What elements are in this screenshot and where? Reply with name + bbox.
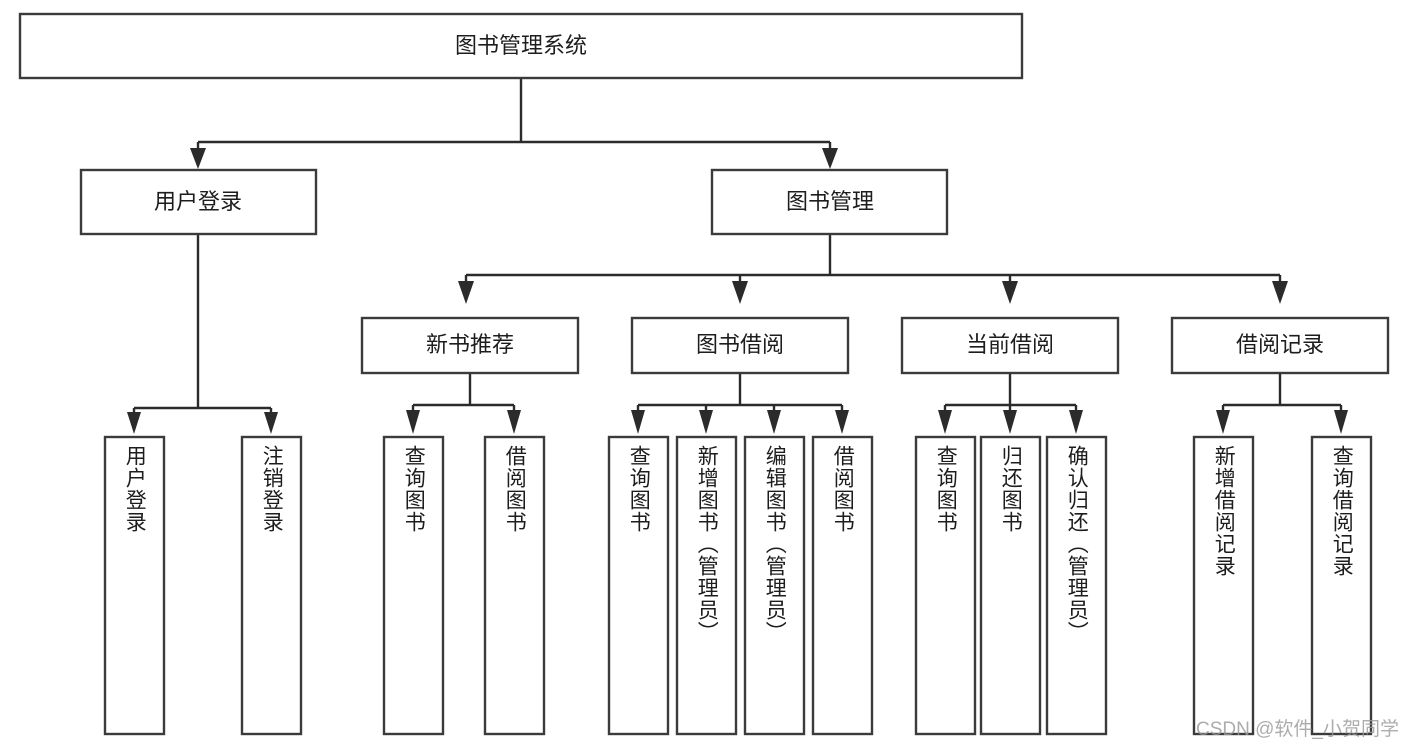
arrow-head-leaf-confirm-return (1069, 410, 1083, 434)
arrow-head-leaf-return-book (1003, 410, 1017, 434)
node-root[interactable]: 图书管理系统 (18, 12, 1024, 80)
node-book-borrow[interactable]: 图书借阅 (630, 316, 850, 375)
leaf-box-group (103, 435, 1373, 736)
node-root-box[interactable] (18, 12, 1024, 80)
arrow-head-borrow-record (1272, 281, 1288, 304)
leaf-add-record-box[interactable] (1192, 435, 1255, 736)
leaf-edit-book-box[interactable] (743, 435, 806, 736)
arrow-head-leaf-add-record (1216, 410, 1230, 434)
node-book-management-box[interactable] (710, 168, 949, 236)
arrow-head-user-login (190, 148, 206, 169)
node-new-book-recommend-box[interactable] (360, 316, 580, 375)
connector-group-borrow-record (1216, 373, 1348, 434)
node-borrow-record[interactable]: 借阅记录 (1170, 316, 1390, 375)
arrow-head-leaf-query-book-2 (631, 410, 645, 434)
node-new-book-recommend-label: 新书推荐 (426, 332, 514, 357)
arrow-head-current-borrow (1002, 281, 1018, 304)
node-book-borrow-box[interactable] (630, 316, 850, 375)
leaf-borrow-book-2-box[interactable] (811, 435, 874, 736)
node-current-borrow[interactable]: 当前借阅 (900, 316, 1120, 375)
csdn-watermark: CSDN @软件_小贺同学 (1196, 719, 1399, 740)
node-borrow-record-label: 借阅记录 (1236, 332, 1324, 357)
connector-group-current-borrow (938, 373, 1083, 434)
leaf-query-book-2-box[interactable] (607, 435, 670, 736)
leaf-confirm-return-box[interactable] (1045, 435, 1108, 736)
node-book-borrow-label: 图书借阅 (696, 332, 784, 357)
arrow-head-leaf-user-login (127, 412, 141, 434)
leaf-user-login-box[interactable] (103, 435, 166, 736)
arrow-head-leaf-add-book (699, 410, 713, 434)
node-root-label: 图书管理系统 (455, 33, 587, 58)
arrow-head-leaf-query-book-3 (938, 410, 952, 434)
arrow-head-leaf-logout (264, 412, 278, 434)
connector-group-book-management (458, 234, 1288, 304)
node-current-borrow-label: 当前借阅 (966, 332, 1054, 357)
connector-group-book-borrow (631, 373, 849, 434)
connector-group-user-login (127, 234, 278, 434)
node-borrow-record-box[interactable] (1170, 316, 1390, 375)
node-book-management[interactable]: 图书管理 (710, 168, 949, 236)
connector-group-new-book-recommend (406, 373, 521, 434)
arrow-head-leaf-query-record (1334, 410, 1348, 434)
leaf-return-book-box[interactable] (979, 435, 1042, 736)
arrow-head-leaf-borrow-book-2 (835, 410, 849, 434)
arrow-head-leaf-borrow-book-1 (507, 410, 521, 434)
node-user-login-label: 用户登录 (154, 189, 242, 214)
node-new-book-recommend[interactable]: 新书推荐 (360, 316, 580, 375)
arrow-head-book-management (822, 148, 838, 169)
node-user-login[interactable]: 用户登录 (79, 168, 318, 236)
leaf-query-record-box[interactable] (1310, 435, 1373, 736)
leaf-add-book-box[interactable] (675, 435, 738, 736)
arrow-head-leaf-edit-book (767, 410, 781, 434)
leaf-logout-box[interactable] (240, 435, 303, 736)
node-user-login-box[interactable] (79, 168, 318, 236)
leaf-query-book-1-box[interactable] (382, 435, 445, 736)
node-book-management-label: 图书管理 (786, 189, 874, 214)
node-current-borrow-box[interactable] (900, 316, 1120, 375)
arrow-head-new-book-recommend (458, 281, 474, 304)
leaf-query-book-3-box[interactable] (914, 435, 977, 736)
leaf-borrow-book-1-box[interactable] (483, 435, 546, 736)
arrow-head-leaf-query-book-1 (406, 410, 420, 434)
arrow-head-book-borrow (732, 281, 748, 304)
connector-group-root (190, 78, 838, 169)
